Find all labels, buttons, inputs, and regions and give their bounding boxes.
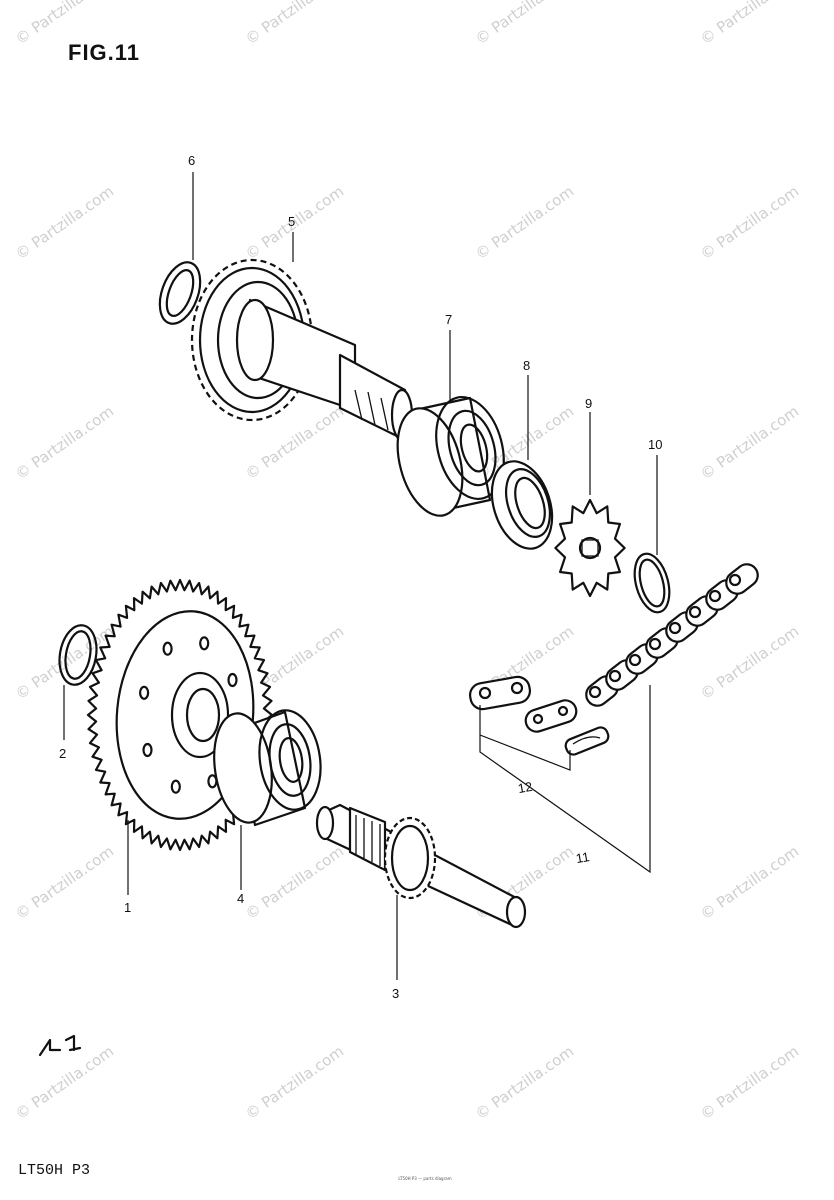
chain-link [725, 563, 759, 595]
chain-roller [688, 605, 702, 619]
watermark-text: © Partzilla.com [12, 182, 117, 263]
callout-2: 2 [59, 746, 66, 761]
callout-labels: 6 5 7 8 9 10 2 1 4 3 12 11 [59, 153, 662, 1001]
gear-bolt-hole [142, 742, 153, 758]
model-code: LT50H P3 [18, 1162, 91, 1179]
gear-bolt-hole [199, 636, 210, 651]
part-11-drive-chain[interactable] [582, 560, 762, 710]
callout-6: 6 [188, 153, 195, 168]
watermark-text: © Partzilla.com [697, 0, 802, 48]
chain-roller [648, 637, 662, 651]
leader-lines [63, 172, 658, 980]
gear-bolt-hole [139, 685, 150, 700]
callout-11: 11 [575, 849, 591, 866]
callout-4: 4 [237, 891, 244, 906]
callout-12: 12 [517, 779, 534, 796]
watermark-text: © Partzilla.com [697, 622, 802, 703]
callout-7: 7 [445, 312, 452, 327]
part-5-gear-shaft[interactable] [190, 258, 414, 442]
gear-bolt-hole [170, 779, 181, 794]
chain-roller [708, 589, 722, 603]
part-3-countershaft[interactable] [315, 803, 527, 929]
watermark-text: © Partzilla.com [697, 842, 802, 923]
watermark-text: © Partzilla.com [12, 402, 117, 483]
part-8-oil-seal[interactable] [481, 454, 562, 557]
chain-roller [628, 653, 642, 667]
watermark-layer: © Partzilla.com © Partzilla.com © Partzill… [12, 0, 802, 1123]
part-2-circlip[interactable] [55, 622, 101, 687]
watermark-text: © Partzilla.com [697, 1042, 802, 1123]
part-10-circlip[interactable] [629, 550, 675, 616]
watermark-text: © Partzilla.com [12, 842, 117, 923]
gear-bolt-hole [162, 641, 173, 656]
chain-roller [668, 621, 682, 635]
chain-roller [608, 669, 622, 683]
watermark-text: © Partzilla.com [472, 0, 577, 48]
part-12-chain-joint[interactable] [468, 675, 610, 757]
front-arrow-icon [38, 1034, 82, 1057]
part-9-sprocket[interactable] [554, 498, 626, 598]
callout-9: 9 [585, 396, 592, 411]
callout-1: 1 [124, 900, 131, 915]
callout-5: 5 [288, 214, 295, 229]
watermark-text: © Partzilla.com [242, 1042, 347, 1123]
footer-fine-print: LT50H P3 — parts diagram [398, 1176, 452, 1181]
watermark-text: © Partzilla.com [472, 182, 577, 263]
watermark-text: © Partzilla.com [472, 1042, 577, 1123]
callout-8: 8 [523, 358, 530, 373]
chain-roller [728, 573, 742, 587]
gear-bolt-hole [227, 672, 238, 688]
watermark-text: © Partzilla.com [697, 402, 802, 483]
callout-10: 10 [648, 437, 662, 452]
watermark-text: © Partzilla.com [242, 0, 347, 48]
figure-title: FIG.11 [68, 40, 141, 65]
part-7-bearing[interactable] [387, 389, 515, 522]
part-4-bearing[interactable] [208, 706, 327, 827]
chain-roller [588, 685, 602, 699]
watermark-text: © Partzilla.com [12, 1042, 117, 1123]
watermark-text: © Partzilla.com [697, 182, 802, 263]
callout-3: 3 [392, 986, 399, 1001]
watermark-text: © Partzilla.com [242, 842, 347, 923]
part-6-washer[interactable] [152, 257, 208, 329]
